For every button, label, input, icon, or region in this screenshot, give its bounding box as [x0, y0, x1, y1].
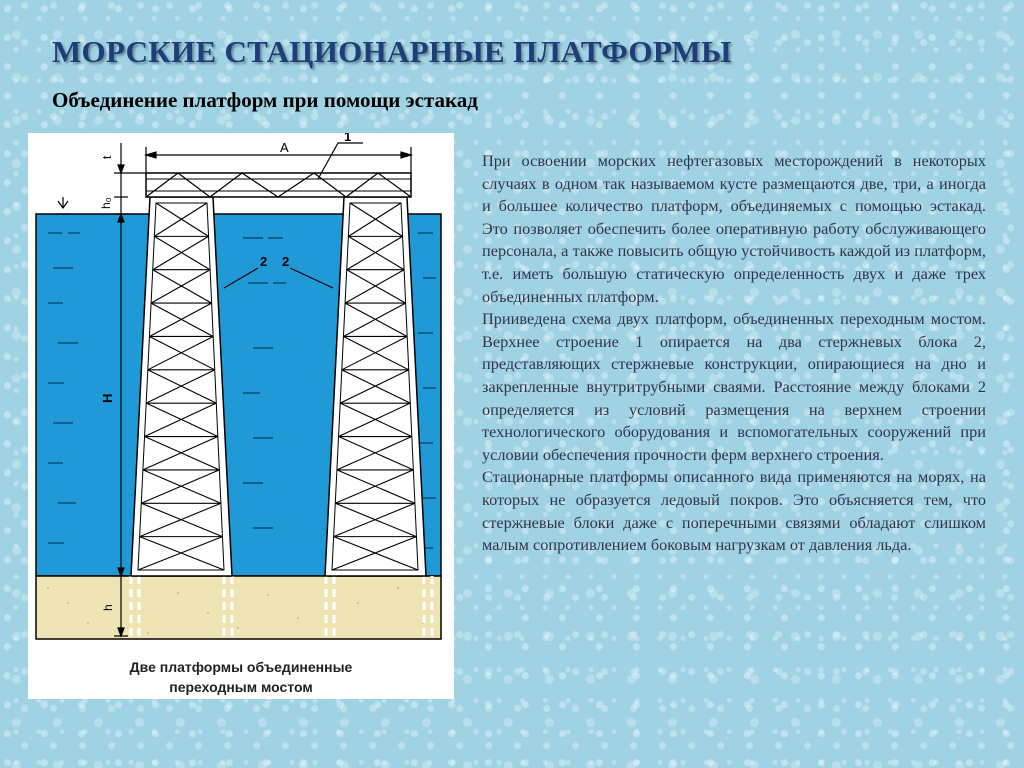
- brace-member: [139, 536, 225, 571]
- brace-member: [145, 369, 215, 404]
- caption-line-2: переходным мостом: [169, 679, 313, 695]
- brace-member: [147, 335, 214, 371]
- brace-member: [333, 536, 419, 571]
- brace-member: [335, 469, 414, 504]
- brace-member: [154, 202, 208, 237]
- brace-member: [152, 235, 209, 271]
- brace-member: [348, 235, 405, 271]
- dimension-A: [143, 147, 414, 173]
- label-h: h: [101, 604, 115, 611]
- label-A: A: [280, 140, 289, 155]
- brace-member: [154, 235, 211, 271]
- brace-member: [139, 502, 222, 538]
- brace-member: [155, 202, 209, 237]
- top-structure-deck: [145, 172, 412, 198]
- brace-member: [348, 202, 402, 237]
- brace-member: [142, 436, 219, 471]
- platform-diagram: A 1 2 2 t h₀ H h: [28, 133, 454, 699]
- brace-member: [152, 269, 212, 304]
- brace-member: [144, 436, 220, 471]
- brace-member: [141, 502, 223, 538]
- brace-member: [147, 369, 217, 404]
- paragraph-3: Стационарные платформы описанного вида п…: [482, 467, 986, 555]
- label-2-left: 2: [260, 254, 267, 269]
- label-1: 1: [344, 133, 351, 144]
- brace-member: [346, 269, 406, 304]
- brace-member: [338, 402, 411, 438]
- slide-title: МОРСКИЕ СТАЦИОНАРНЫЕ ПЛАТФОРМЫ: [52, 34, 732, 69]
- brace-member: [144, 402, 217, 438]
- brace-member: [344, 302, 408, 337]
- label-h0: h₀: [99, 197, 113, 209]
- brace-member: [344, 269, 405, 304]
- body-text: При освоении морских нефтегазовых местор…: [482, 150, 986, 557]
- slide-subtitle: Объединение платформ при помощи эстакад: [52, 88, 478, 112]
- brace-member: [343, 302, 406, 337]
- brace-member: [336, 469, 416, 504]
- brace-member: [349, 202, 403, 237]
- water-ripples: [48, 232, 436, 549]
- left-tower-block: [130, 196, 233, 577]
- brace-member: [341, 369, 411, 404]
- paragraph-1: При освоении морских нефтегазовых местор…: [482, 151, 986, 306]
- brace-member: [339, 369, 409, 404]
- label-H: H: [100, 394, 115, 403]
- brace-member: [333, 502, 416, 538]
- brace-member: [331, 536, 417, 571]
- brace-member: [137, 536, 223, 571]
- brace-member: [149, 302, 212, 337]
- diagram-svg: A 1 2 2 t h₀ H h: [35, 133, 442, 640]
- leader-1: [317, 142, 363, 180]
- brace-member: [346, 235, 403, 271]
- paragraph-2: Приивeдена схема двух платформ, объедине…: [482, 309, 986, 464]
- brace-member: [339, 402, 413, 438]
- figure-caption: Две платформы объединенные переходным мо…: [28, 657, 454, 697]
- water-level-symbol: [56, 197, 70, 215]
- piles: [129, 576, 434, 636]
- brace-member: [335, 502, 417, 538]
- brace-member: [141, 469, 220, 504]
- caption-line-1: Две платформы объединенные: [129, 659, 353, 675]
- brace-member: [150, 302, 214, 337]
- brace-member: [142, 469, 222, 504]
- brace-member: [150, 269, 211, 304]
- vertical-dimensions: [114, 143, 146, 638]
- brace-member: [341, 335, 408, 371]
- seabed-soil: [35, 575, 442, 640]
- label-2-right: 2: [282, 254, 289, 269]
- leader-2: [223, 267, 334, 289]
- brace-member: [343, 335, 409, 371]
- brace-member: [336, 436, 413, 471]
- brace-member: [338, 436, 414, 471]
- right-tower-block: [324, 196, 427, 577]
- brace-member: [145, 402, 219, 438]
- label-t: t: [100, 155, 114, 159]
- brace-member: [149, 335, 215, 371]
